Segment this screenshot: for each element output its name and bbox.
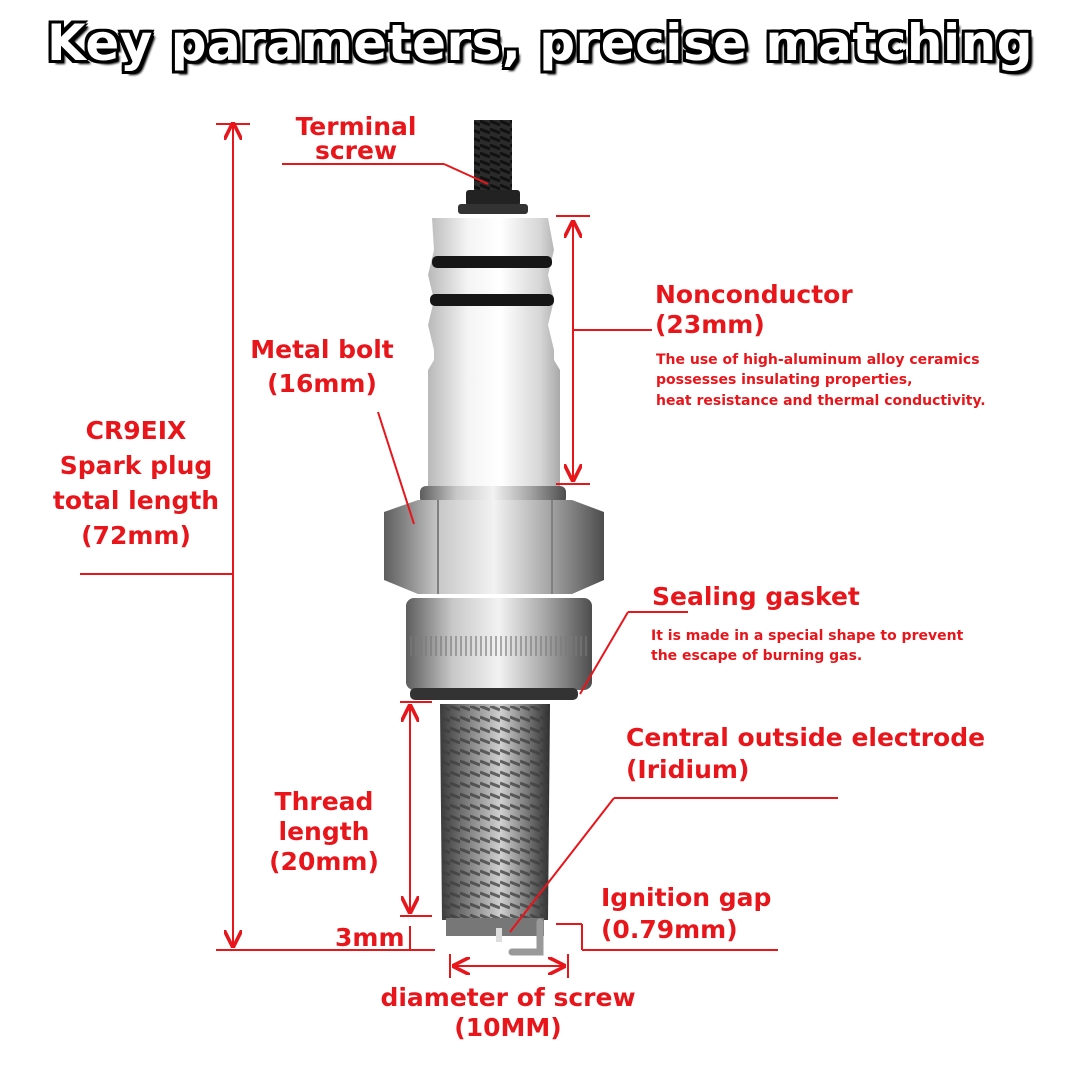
gasket-leader bbox=[579, 611, 629, 695]
gap-name: Ignition gap bbox=[601, 883, 772, 912]
diameter-size: (10MM) bbox=[454, 1013, 562, 1042]
terminal-line-1: Terminal bbox=[295, 112, 417, 141]
thread-size: (20mm) bbox=[269, 847, 379, 876]
tip-length-label: 3mm bbox=[335, 923, 405, 952]
electrode-label: Central outside electrode (Iridium) bbox=[626, 724, 985, 784]
terminal-screw-label: Terminal screw bbox=[286, 113, 426, 165]
nonconductor-label: Nonconductor (23mm) bbox=[655, 281, 853, 339]
gap-size: (0.79mm) bbox=[601, 915, 738, 944]
sealing-gasket-description: It is made in a special shape to prevent… bbox=[651, 626, 963, 667]
terminal-line-2: screw bbox=[314, 136, 398, 165]
diameter-label: diameter of screw (10MM) bbox=[368, 984, 648, 1042]
nonconductor-size: (23mm) bbox=[655, 310, 765, 339]
diameter-name: diameter of screw bbox=[380, 983, 636, 1012]
spark-plug-image bbox=[384, 120, 604, 956]
sealing-gasket-name: Sealing gasket bbox=[652, 582, 860, 611]
thread-line-1: Thread bbox=[274, 787, 374, 816]
gasket-desc-1: It is made in a special shape to prevent bbox=[651, 628, 964, 644]
nonconductor-desc-3: heat resistance and thermal conductivity… bbox=[656, 392, 986, 409]
nonconductor-name: Nonconductor bbox=[655, 280, 853, 309]
nonconductor-desc-1: The use of high-aluminum alloy ceramics bbox=[656, 352, 980, 368]
page-title: Key parameters, precise matching bbox=[46, 14, 1034, 72]
thread-length-label: Thread length (20mm) bbox=[262, 788, 386, 876]
electrode-name: Central outside electrode bbox=[626, 723, 986, 752]
metal-bolt-size: (16mm) bbox=[267, 369, 377, 398]
total-length-label: CR9EIX Spark plug total length (72mm) bbox=[38, 413, 234, 553]
total-line-3: total length bbox=[52, 486, 220, 515]
nonconductor-description: The use of high-aluminum alloy ceramics … bbox=[656, 350, 986, 411]
total-size: (72mm) bbox=[81, 521, 191, 550]
ignition-gap-label: Ignition gap (0.79mm) bbox=[601, 884, 771, 944]
nonconductor-desc-2: possesses insulating properties, bbox=[656, 372, 913, 389]
thread-line-2: length bbox=[278, 817, 370, 846]
total-model: CR9EIX bbox=[85, 416, 187, 445]
total-line-2: Spark plug bbox=[59, 451, 213, 480]
metal-bolt-label: Metal bolt (16mm) bbox=[240, 336, 404, 398]
electrode-material: (Iridium) bbox=[626, 755, 750, 784]
gasket-desc-2: the escape of burning gas. bbox=[651, 648, 863, 665]
metal-bolt-name: Metal bolt bbox=[250, 335, 394, 364]
metal-bolt-leader bbox=[377, 411, 415, 525]
